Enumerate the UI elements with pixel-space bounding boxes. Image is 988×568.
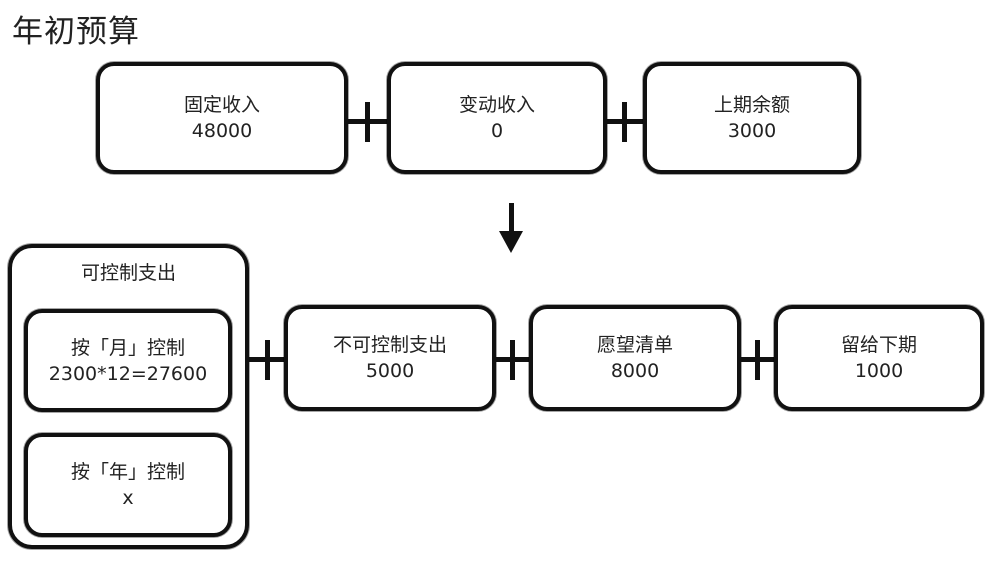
yearly-control-label: 按「年」控制 — [70, 461, 185, 483]
previous-balance-value: 3000 — [727, 120, 777, 142]
monthly-control-value: 2300*12=27600 — [48, 362, 208, 385]
previous-balance-box: 上期余额 3000 — [643, 62, 861, 174]
plus-icon — [348, 102, 388, 142]
controllable-expense-group: 可控制支出 — [8, 244, 249, 549]
controllable-expense-label: 可控制支出 — [80, 262, 176, 284]
monthly-control-label: 按「月」控制 — [70, 336, 185, 359]
carry-forward-label: 留给下期 — [840, 334, 917, 356]
carry-forward-box: 留给下期 1000 — [774, 305, 984, 411]
monthly-control-box: 按「月」控制 2300*12=27600 — [24, 309, 232, 412]
arrow-down-icon — [499, 203, 523, 253]
fixed-income-label: 固定收入 — [183, 94, 260, 116]
plus-icon — [493, 340, 533, 380]
fixed-income-box: 固定收入 48000 — [96, 62, 348, 174]
uncontrollable-expense-value: 5000 — [365, 360, 415, 382]
yearly-control-value: x — [122, 487, 134, 509]
carry-forward-value: 1000 — [854, 360, 904, 382]
plus-icon — [738, 340, 778, 380]
wishlist-box: 愿望清单 8000 — [529, 305, 741, 411]
variable-income-box: 变动收入 0 — [387, 62, 607, 174]
diagram-title: 年初预算 — [12, 14, 140, 50]
uncontrollable-expense-label: 不可控制支出 — [332, 334, 447, 356]
previous-balance-label: 上期余额 — [713, 94, 790, 116]
wishlist-value: 8000 — [610, 360, 660, 382]
uncontrollable-expense-box: 不可控制支出 5000 — [284, 305, 496, 411]
fixed-income-value: 48000 — [191, 120, 253, 142]
yearly-control-box: 按「年」控制 x — [24, 433, 232, 537]
plus-icon — [605, 102, 645, 142]
plus-icon — [248, 340, 288, 380]
wishlist-label: 愿望清单 — [596, 334, 673, 356]
variable-income-value: 0 — [490, 120, 504, 142]
variable-income-label: 变动收入 — [458, 94, 535, 116]
